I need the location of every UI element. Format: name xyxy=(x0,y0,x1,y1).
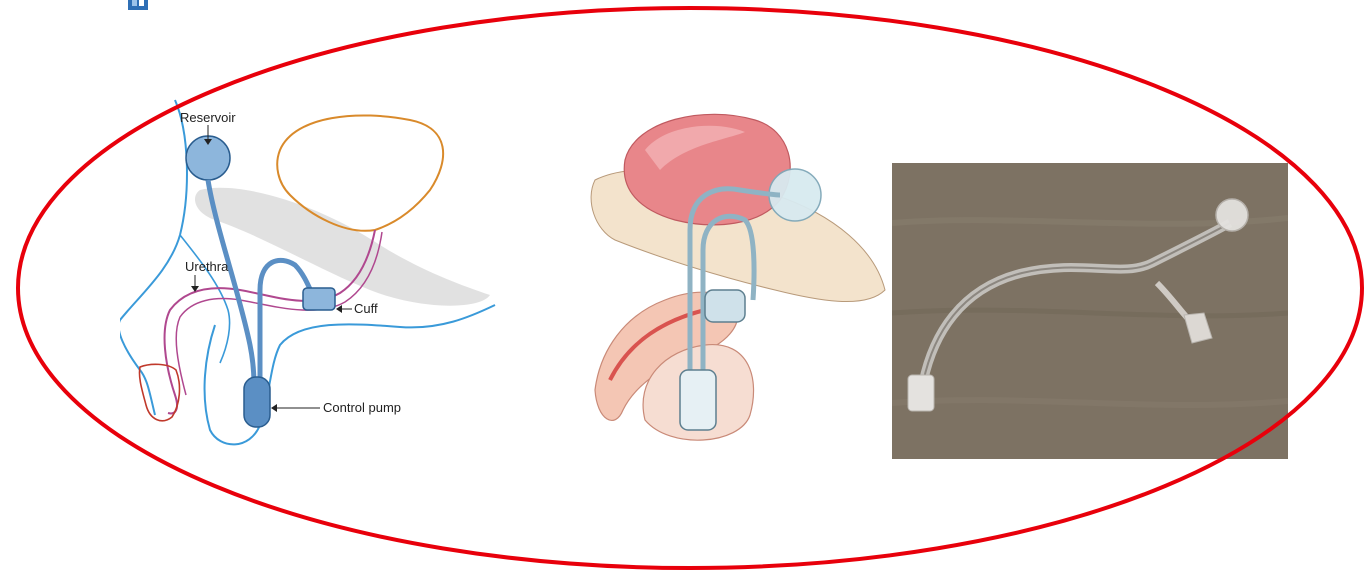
slide-canvas: Reservoir Urethra Cuff Control pump xyxy=(0,0,1371,575)
highlight-ellipse xyxy=(0,0,1371,575)
